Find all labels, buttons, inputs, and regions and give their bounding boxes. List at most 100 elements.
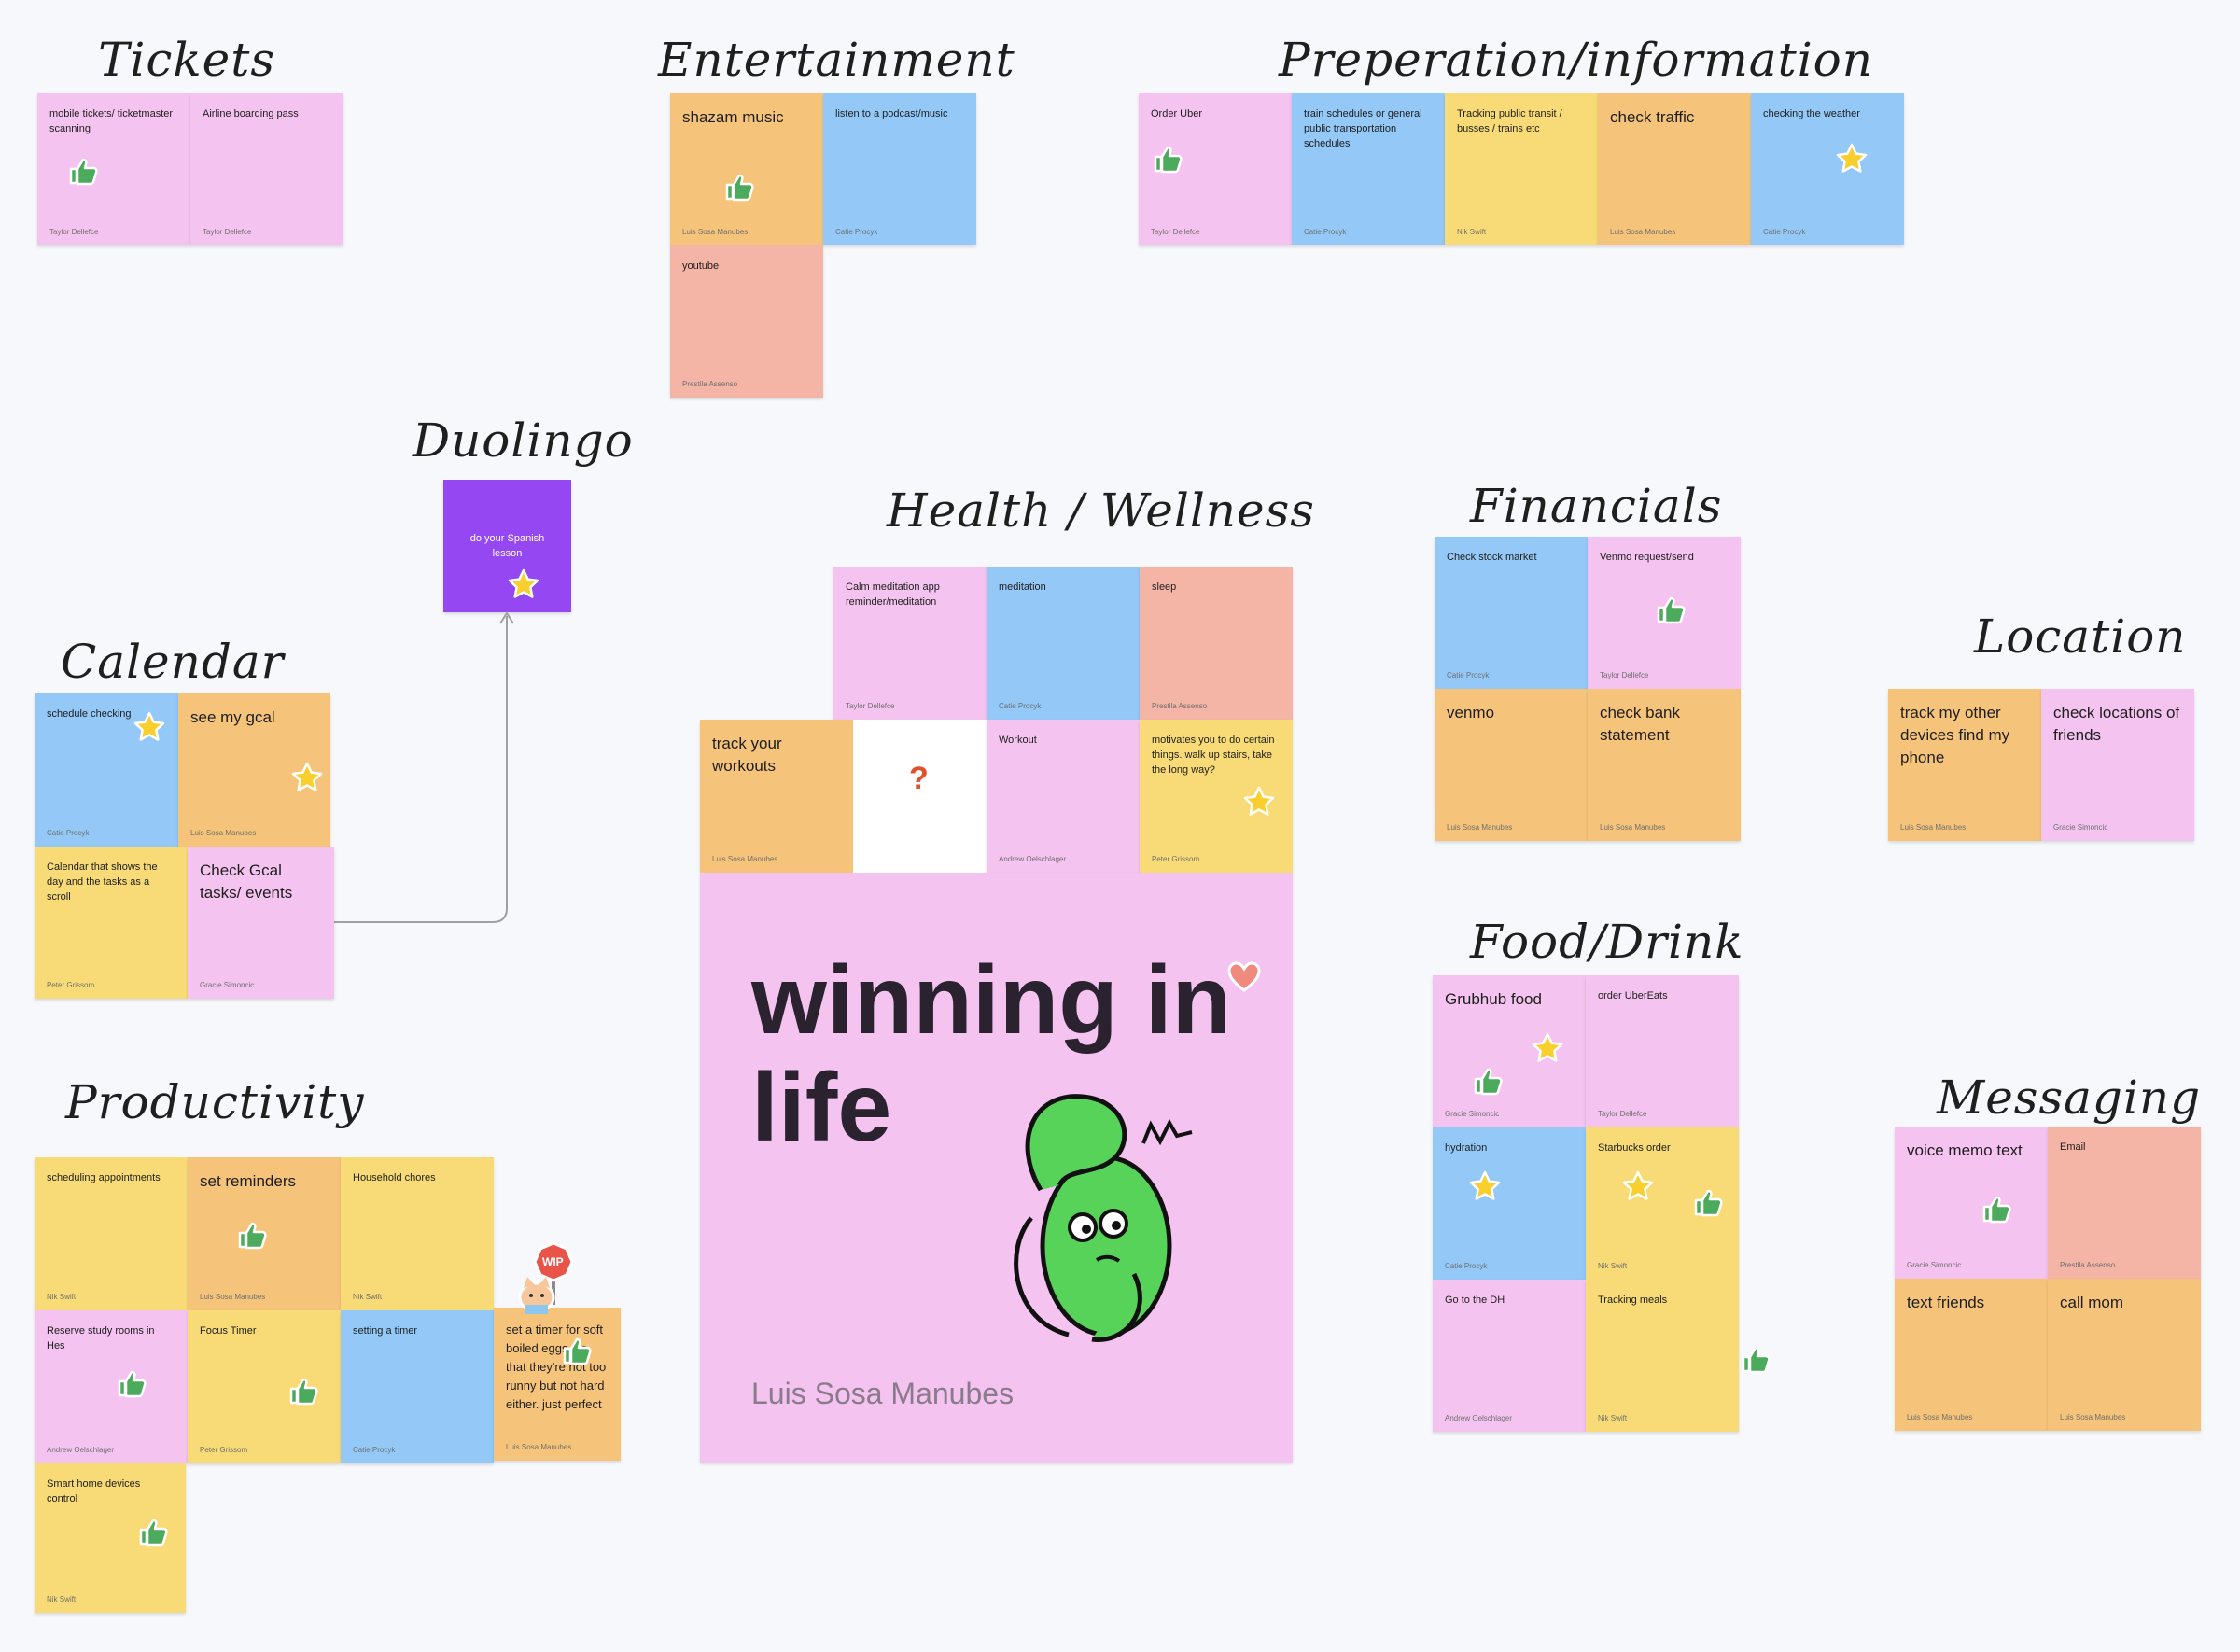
sticky-note[interactable]: Calm meditation app reminder/meditation … — [833, 567, 987, 720]
note-text: set a timer for soft boiled eggs, so tha… — [506, 1323, 607, 1411]
note-author: Luis Sosa Manubes — [190, 829, 257, 837]
sticky-note[interactable]: motivates you to do certain things. walk… — [1140, 720, 1293, 873]
sticky-note[interactable]: listen to a podcast/music Catie Procyk — [823, 93, 976, 245]
sticky-note[interactable]: venmo Luis Sosa Manubes — [1435, 689, 1588, 841]
sticky-note[interactable]: sleep Prestila Assenso — [1140, 567, 1293, 720]
sticky-note[interactable]: text friends Luis Sosa Manubes — [1895, 1279, 2048, 1431]
sticky-note[interactable]: Focus Timer Peter Grissom — [188, 1310, 341, 1463]
note-text: meditation — [999, 581, 1046, 593]
sticky-note[interactable]: hydration Catie Procyk — [1433, 1127, 1586, 1280]
note-author: Nik Swift — [1598, 1262, 1628, 1270]
note-text: checking the weather — [1763, 108, 1860, 119]
note-author: Prestila Assenso — [1152, 702, 1208, 710]
thumbs-up-icon — [559, 1334, 593, 1367]
note-text: Check stock market — [1447, 552, 1537, 563]
sticky-note[interactable]: Order Uber Taylor Dellefce — [1139, 93, 1292, 245]
cat-icon — [518, 1241, 574, 1314]
sticky-note[interactable]: Go to the DH Andrew Oelschlager — [1433, 1280, 1586, 1432]
sticky-note[interactable]: Household chores Nik Swift — [341, 1157, 494, 1310]
thumbs-up-icon — [1690, 1185, 1724, 1219]
sticky-note[interactable]: meditation Catie Procyk — [987, 567, 1140, 720]
thumbs-up-icon — [1738, 1342, 1771, 1376]
note-author: Andrew Oelschlager — [47, 1446, 115, 1454]
sticky-note[interactable]: Starbucks order Nik Swift — [1586, 1127, 1739, 1280]
sticky-note[interactable]: do your Spanish lesson — [443, 480, 571, 612]
sticky-note[interactable]: Check Gcal tasks/ events Gracie Simoncic — [188, 847, 334, 999]
thumbs-up-icon — [286, 1374, 319, 1407]
winning-in-life-note[interactable]: winning in life Luis Sosa Manubes — [700, 873, 1293, 1463]
note-author: Luis Sosa Manubes — [1600, 823, 1666, 832]
sticky-note[interactable]: check traffic Luis Sosa Manubes — [1598, 93, 1751, 245]
note-author: Nik Swift — [47, 1293, 77, 1301]
sticky-note[interactable]: set a timer for soft boiled eggs, so tha… — [494, 1308, 621, 1461]
note-author: Prestila Assenso — [682, 380, 738, 388]
note-author: Taylor Dellefce — [203, 228, 252, 236]
sticky-note[interactable]: see my gcal Luis Sosa Manubes — [178, 693, 330, 847]
sticky-note[interactable]: Smart home devices control Nik Swift — [35, 1463, 186, 1613]
sticky-note[interactable]: Tracking meals Nik Swift — [1586, 1280, 1739, 1432]
sticky-note[interactable]: Email Prestila Assenso — [2048, 1127, 2201, 1279]
sticky-note[interactable]: track your workouts Luis Sosa Manubes — [700, 720, 853, 873]
note-text: call mom — [2060, 1294, 2124, 1311]
sticky-note[interactable]: schedule checking Catie Procyk — [35, 693, 178, 847]
wip-cat-sticker: WIP — [516, 1241, 595, 1316]
note-author: Peter Grissom — [200, 1446, 248, 1454]
note-text: schedule checking — [47, 708, 132, 720]
note-text: Workout — [999, 735, 1037, 746]
sticky-note[interactable]: order UberEats Taylor Dellefce — [1586, 975, 1739, 1127]
sticky-note[interactable]: train schedules or general public transp… — [1292, 93, 1445, 245]
note-text: track my other devices find my phone — [1900, 704, 2010, 766]
note-text: Order Uber — [1151, 108, 1203, 119]
sticky-note[interactable]: scheduling appointments Nik Swift — [35, 1157, 188, 1310]
star-icon — [1242, 785, 1276, 819]
sticky-note[interactable]: Check stock market Catie Procyk — [1435, 537, 1588, 689]
note-text: Airline boarding pass — [203, 108, 299, 119]
question-mark-icon: ? — [909, 761, 929, 796]
sticky-note[interactable]: Calendar that shows the day and the task… — [35, 847, 188, 999]
sticky-note[interactable]: Tracking public transit / busses / train… — [1445, 93, 1598, 245]
section-title-tickets: Tickets — [98, 33, 275, 87]
note-author: Catie Procyk — [353, 1446, 396, 1454]
note-text: sleep — [1152, 581, 1177, 593]
note-text: hydration — [1445, 1142, 1488, 1154]
heart-icon — [1227, 961, 1261, 992]
note-author: Luis Sosa Manubes — [1900, 823, 1967, 832]
sticky-note[interactable]: Reserve study rooms in Hes Andrew Oelsch… — [35, 1310, 188, 1463]
note-text: voice memo text — [1907, 1141, 2023, 1159]
note-text: check locations of friends — [2053, 704, 2180, 744]
headline-line-1: winning in — [751, 946, 1232, 1055]
note-text: Focus Timer — [200, 1325, 257, 1337]
note-text: Household chores — [353, 1172, 436, 1183]
empty-note[interactable]: ? — [853, 720, 987, 873]
note-text: Reserve study rooms in Hes — [47, 1325, 155, 1351]
thinking-character-icon — [1014, 1094, 1193, 1342]
sticky-note[interactable]: shazam music Luis Sosa Manubes — [670, 93, 823, 245]
sticky-note[interactable]: setting a timer Catie Procyk — [341, 1310, 494, 1463]
note-author: Catie Procyk — [1304, 228, 1347, 236]
sticky-note[interactable]: check bank statement Luis Sosa Manubes — [1588, 689, 1741, 841]
sticky-note[interactable]: set reminders Luis Sosa Manubes — [188, 1157, 341, 1310]
note-text: Calm meditation app reminder/meditation — [846, 581, 940, 608]
sticky-note[interactable]: check locations of friends Gracie Simonc… — [2041, 689, 2194, 841]
sticky-note[interactable]: Venmo request/send Taylor Dellefce — [1588, 537, 1741, 689]
note-author: Luis Sosa Manubes — [712, 855, 778, 863]
note-author: Catie Procyk — [1763, 228, 1806, 236]
sticky-note[interactable]: track my other devices find my phone Lui… — [1888, 689, 2041, 841]
section-title-messaging: Messaging — [1937, 1071, 2202, 1125]
section-title-financials: Financials — [1470, 479, 1723, 533]
note-text: Tracking meals — [1598, 1295, 1668, 1306]
sticky-note[interactable]: checking the weather Catie Procyk — [1751, 93, 1904, 245]
section-title-calendar: Calendar — [61, 635, 285, 689]
sticky-note[interactable]: Grubhub food Gracie Simoncic — [1433, 975, 1586, 1127]
sticky-note[interactable]: mobile tickets/ ticketmaster scanning Ta… — [37, 93, 190, 245]
note-author: Luis Sosa Manubes — [682, 228, 749, 236]
sticky-note[interactable]: youtube Prestila Assenso — [670, 245, 823, 398]
note-text: mobile tickets/ ticketmaster scanning — [49, 108, 174, 134]
note-author: Nik Swift — [1457, 228, 1487, 236]
sticky-note[interactable]: call mom Luis Sosa Manubes — [2048, 1279, 2201, 1431]
sticky-note[interactable]: voice memo text Gracie Simoncic — [1895, 1127, 2048, 1279]
sticky-note[interactable]: Workout Andrew Oelschlager — [987, 720, 1140, 873]
sticky-note[interactable]: Airline boarding pass Taylor Dellefce — [190, 93, 343, 245]
